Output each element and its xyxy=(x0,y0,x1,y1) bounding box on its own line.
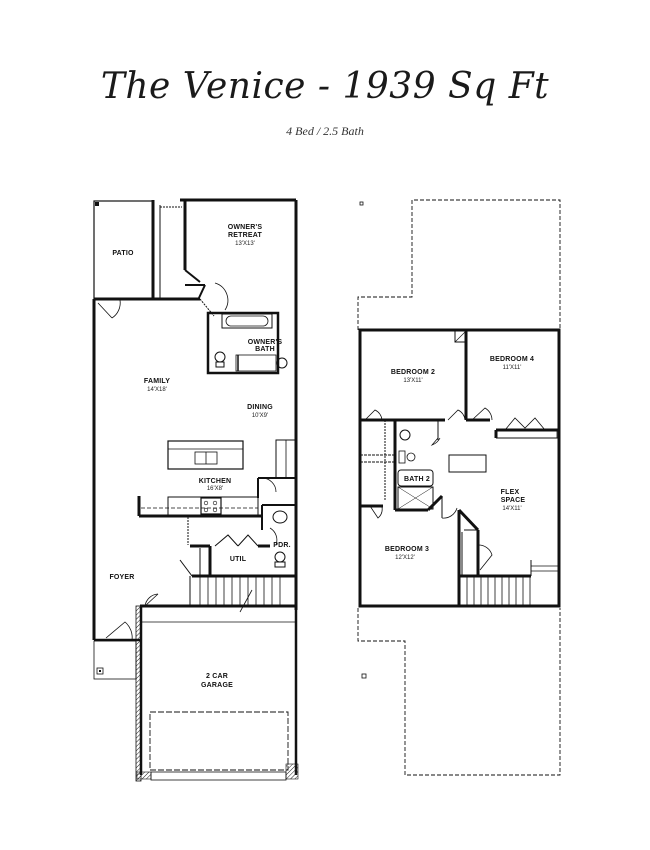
room-label-bedroom-4: BEDROOM 4 xyxy=(490,356,534,363)
room-label-util: UTIL xyxy=(230,556,247,563)
room-label-dining: DINING xyxy=(247,404,273,411)
room-label-owners-retreat-2: RETREAT xyxy=(228,232,262,239)
room-label-family: FAMILY xyxy=(144,378,170,385)
room-label-flex-2: SPACE xyxy=(501,497,526,504)
room-label-flex-1: FLEX xyxy=(501,489,520,496)
room-label-bedroom-2: BEDROOM 2 xyxy=(391,369,435,376)
room-dims-kitchen: 16'X8' xyxy=(207,486,223,492)
owners-bath-outline xyxy=(206,311,280,375)
room-label-bath-2: BATH 2 xyxy=(404,476,430,483)
room-label-garage-1: 2 CAR xyxy=(206,673,228,680)
room-dims-bedroom-2: 13'X11' xyxy=(403,378,422,384)
room-dims-owners-retreat: 13'X13' xyxy=(235,241,255,247)
plan-title: The Venice - 1939 Sq Ft xyxy=(100,66,550,107)
room-label-patio: PATIO xyxy=(112,250,134,257)
room-dims-bedroom-4: 11'X11' xyxy=(503,365,522,371)
room-dims-dining: 10'X9' xyxy=(252,413,268,419)
room-label-owners-bath-1: OWNER'S xyxy=(248,339,283,346)
room-label-garage-2: GARAGE xyxy=(201,682,233,689)
room-dims-flex: 14'X11' xyxy=(502,506,521,512)
room-label-kitchen: KITCHEN xyxy=(199,478,232,485)
first-floor-plan xyxy=(92,198,299,782)
room-label-owners-retreat-1: OWNER'S xyxy=(228,224,263,231)
plan-subtitle: 4 Bed / 2.5 Bath xyxy=(286,124,364,138)
room-label-foyer: FOYER xyxy=(109,574,134,581)
room-label-pdr: PDR. xyxy=(273,542,291,549)
second-floor-plan xyxy=(357,199,561,776)
room-dims-family: 14'X18' xyxy=(147,387,167,393)
room-label-bedroom-3: BEDROOM 3 xyxy=(385,546,429,553)
room-dims-bedroom-3: 12'X12' xyxy=(395,555,415,561)
room-label-owners-bath-2: BATH xyxy=(255,346,275,353)
